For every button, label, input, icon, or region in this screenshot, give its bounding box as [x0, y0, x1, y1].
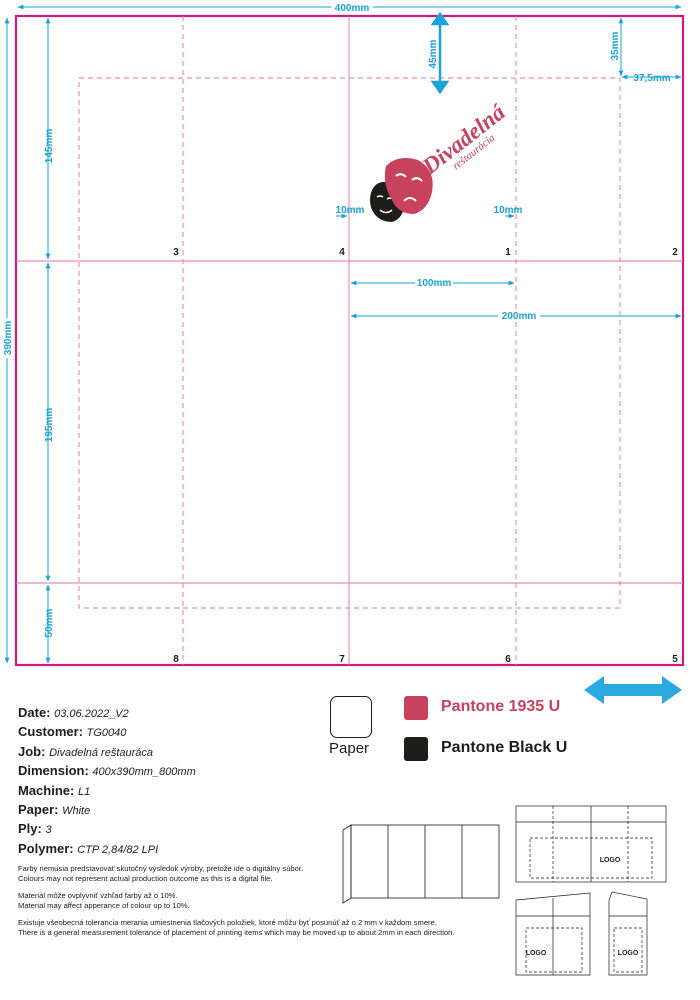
- note-en: Material may affect apperance of colour …: [18, 901, 190, 911]
- dim-logo-gap-left: 10mm: [336, 205, 365, 216]
- dim-panel-width: 100mm: [417, 278, 452, 289]
- thumbnail-logo-label: LOGO: [600, 857, 621, 864]
- note-sk: Existuje všeobecná tolerancia merania um…: [18, 917, 437, 927]
- dieline-thumbnail-3: [608, 891, 648, 976]
- panel-number: 4: [339, 247, 345, 258]
- dim-total-width: 400mm: [335, 3, 370, 14]
- thumbnail-logo-label: LOGO: [618, 950, 639, 957]
- job-info-value: 3: [45, 824, 52, 837]
- job-info-row: Ply: 3: [18, 820, 358, 839]
- restaurant-logo: Divadelná reštaurácia: [370, 99, 510, 222]
- dim-top-gap-right: 35mm: [610, 31, 621, 60]
- job-info-label: Machine:: [18, 782, 75, 798]
- panel-number: 7: [339, 654, 345, 665]
- note-paragraph: Materiál môže ovplyvniť vzhľad farby až …: [18, 891, 578, 911]
- dieline-thumbnail-1: [515, 805, 667, 883]
- job-info-label: Dimension:: [18, 763, 89, 779]
- dieline-thumbnail-2: [515, 892, 591, 976]
- job-info-row: Polymer: CTP 2,84/82 LPI: [18, 840, 358, 859]
- disclaimer-notes: Farby nemusia predstavovať skutočný výsl…: [18, 864, 578, 945]
- job-info-value: CTP 2,84/82 LPI: [77, 843, 159, 856]
- tragedy-mask-icon: [384, 158, 433, 214]
- job-info-row: Machine: L1: [18, 782, 358, 801]
- job-info: Date: 03.06.2022_V2 Customer: TG0040 Job…: [18, 704, 358, 859]
- job-info-row: Paper: White: [18, 801, 358, 820]
- panel-number: 6: [505, 654, 511, 665]
- dim-upper-section: 145mm: [44, 129, 55, 164]
- note-paragraph: Existuje všeobecná tolerancia merania um…: [18, 918, 578, 938]
- panel-number: 1: [505, 247, 511, 258]
- job-info-value: White: [62, 805, 91, 818]
- job-info-value: 400x390mm_800mm: [92, 766, 196, 779]
- job-info-value: Divadelná reštauráca: [49, 746, 154, 759]
- job-info-label: Job:: [18, 743, 46, 759]
- panel-number: 5: [672, 654, 678, 665]
- folded-leaflet-thumbnail: [342, 824, 500, 904]
- dim-total-height: 390mm: [3, 321, 14, 356]
- note-en: There is a general measurement tolerance…: [18, 928, 455, 938]
- job-info-label: Ply:: [18, 821, 42, 837]
- dim-top-gap: 45mm: [428, 39, 439, 68]
- job-info-value: L1: [77, 785, 91, 798]
- pantone-black-label: Pantone Black U: [441, 739, 568, 756]
- pantone-black-swatch: [404, 737, 428, 761]
- note-sk: Farby nemusia predstavovať skutočný výsl…: [18, 864, 304, 873]
- panel-number: 3: [173, 247, 179, 258]
- job-info-value: 03.06.2022_V2: [54, 708, 129, 720]
- note-sk: Materiál môže ovplyvniť vzhľad farby až …: [18, 890, 178, 900]
- note-paragraph: Farby nemusia predstavovať skutočný výsl…: [18, 864, 578, 884]
- outer-trim-border: [14, 14, 685, 667]
- note-en: Colours may not represent actual product…: [18, 874, 273, 884]
- dim-lower-section: 50mm: [44, 608, 55, 637]
- panel-number: 2: [672, 247, 678, 258]
- dim-half-width: 200mm: [502, 311, 537, 322]
- dimension-lines: [4, 4, 682, 664]
- pantone-1935-label: Pantone 1935 U: [441, 698, 561, 715]
- job-info-row: Date: 03.06.2022_V2: [18, 704, 358, 723]
- job-info-label: Paper:: [18, 802, 59, 818]
- direction-arrow-icon: [584, 676, 682, 704]
- thumbnail-logo-label: LOGO: [526, 950, 547, 957]
- job-info-row: Dimension: 400x390mm_800mm: [18, 762, 358, 781]
- panel-number: 8: [173, 654, 179, 665]
- pantone-1935-swatch: [404, 696, 428, 720]
- job-info-label: Polymer:: [18, 840, 74, 856]
- job-info-label: Date:: [18, 705, 51, 720]
- fold-lines: [16, 16, 683, 665]
- dim-middle-section: 195mm: [44, 408, 55, 443]
- dim-right-gap: 37,5mm: [633, 73, 670, 84]
- dim-logo-gap-right: 10mm: [494, 205, 523, 216]
- panel-guides: [78, 16, 621, 665]
- job-info-row: Job: Divadelná reštauráca: [18, 743, 358, 762]
- job-info-label: Customer:: [18, 724, 84, 740]
- paper-label: Paper: [329, 740, 370, 757]
- job-info-value: TG0040: [86, 727, 127, 740]
- paper-swatch: [330, 696, 372, 738]
- top-gap-arrow: [430, 11, 450, 95]
- job-info-row: Customer: TG0040: [18, 723, 358, 742]
